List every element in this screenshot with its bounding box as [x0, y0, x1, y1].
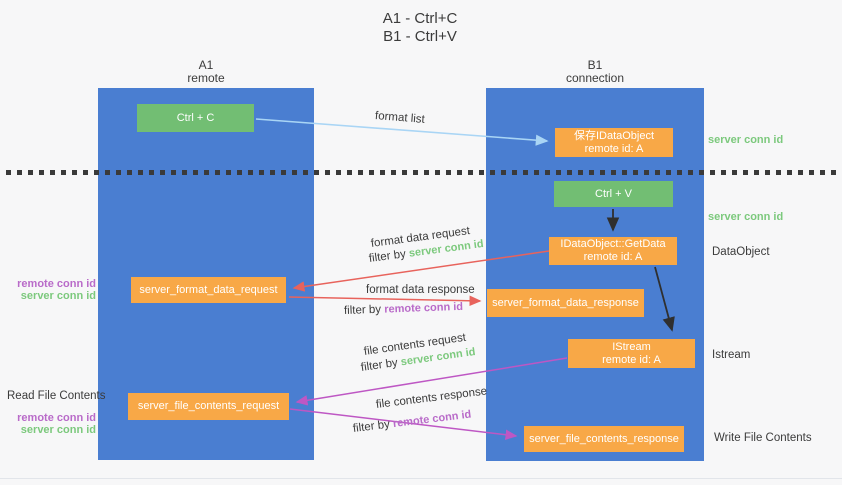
label-pair-2: remote conn id server conn id	[6, 412, 96, 436]
lane-right-role: connection	[565, 71, 625, 85]
arrow-label-format-data-response: format data response	[366, 284, 475, 296]
label-pair2-remote-conn-id: remote conn id	[17, 412, 96, 424]
filter-by-1: filter by	[368, 247, 410, 265]
window-bottom-edge	[0, 478, 842, 479]
filter-by-2: filter by	[343, 303, 385, 317]
arrow-label-format-list: format list	[374, 110, 426, 126]
title-line-2: B1 - Ctrl+V	[383, 28, 457, 45]
dotted-divider	[6, 170, 836, 175]
filter-by-4: filter by	[352, 418, 394, 435]
arrow-label-file-contents-response: file contents response	[375, 385, 488, 411]
node-server-file-contents-response: server_file_contents_response	[524, 426, 684, 452]
filter-4-remote-conn-id: remote conn id	[392, 408, 472, 431]
lane-header-left: A1 remote	[146, 59, 266, 85]
label-server-conn-id-top: server conn id	[708, 134, 784, 146]
title-line-1: A1 - Ctrl+C	[382, 10, 458, 27]
lane-header-right: B1 connection	[535, 59, 655, 85]
lane-left-role: remote	[187, 71, 225, 85]
node-server-file-contents-request: server_file_contents_request	[128, 393, 289, 420]
node-ctrl-c: Ctrl + C	[137, 104, 254, 132]
label-pair1-server-conn-id: server conn id	[20, 290, 96, 302]
node-server-format-data-request: server_format_data_request	[131, 277, 286, 303]
filter-by-3: filter by	[360, 356, 402, 374]
filter-2-remote-conn-id: remote conn id	[384, 300, 464, 316]
node-server-format-data-request-label: server_format_data_request	[139, 283, 278, 296]
label-istream: Istream	[712, 349, 751, 361]
lane-right-name: B1	[587, 58, 603, 72]
node-ctrl-c-label: Ctrl + C	[176, 111, 215, 124]
node-server-file-contents-response-label: server_file_contents_response	[529, 432, 679, 445]
label-pair1-remote-conn-id: remote conn id	[17, 278, 96, 290]
label-read-file-contents: Read File Contents	[7, 390, 106, 402]
node-ctrl-v: Ctrl + V	[554, 181, 673, 207]
arrow-label-filter-2: filter by remote conn id	[344, 301, 463, 317]
node-server-format-data-response: server_format_data_response	[487, 289, 644, 317]
label-pair-1: remote conn id server conn id	[6, 278, 96, 302]
label-pair2-server-conn-id: server conn id	[20, 424, 96, 436]
node-ctrl-v-label: Ctrl + V	[595, 187, 632, 200]
node-idataobject-getdata: IDataObject::GetData remote id: A	[549, 237, 677, 265]
node-getdata-line1: IDataObject::GetData	[560, 238, 666, 250]
diagram-title: A1 - Ctrl+C B1 - Ctrl+V	[330, 10, 510, 46]
node-server-file-contents-request-label: server_file_contents_request	[137, 400, 280, 412]
arrow-label-filter-4: filter by remote conn id	[352, 409, 472, 435]
lane-left-name: A1	[198, 58, 214, 72]
node-istream-line2: remote id: A	[602, 353, 661, 366]
node-save-idataobject-line1: 保存IDataObject	[573, 129, 655, 142]
label-write-file-contents: Write File Contents	[714, 432, 812, 444]
label-dataobject: DataObject	[712, 246, 770, 258]
node-save-idataobject: 保存IDataObject remote id: A	[555, 128, 673, 157]
node-istream-line1: IStream	[612, 340, 651, 353]
node-istream: IStream remote id: A	[568, 339, 695, 368]
node-getdata-line2: remote id: A	[583, 251, 643, 263]
label-server-conn-id-mid: server conn id	[708, 211, 784, 223]
node-server-format-data-response-label: server_format_data_response	[492, 296, 639, 309]
node-save-idataobject-line2: remote id: A	[584, 142, 644, 155]
